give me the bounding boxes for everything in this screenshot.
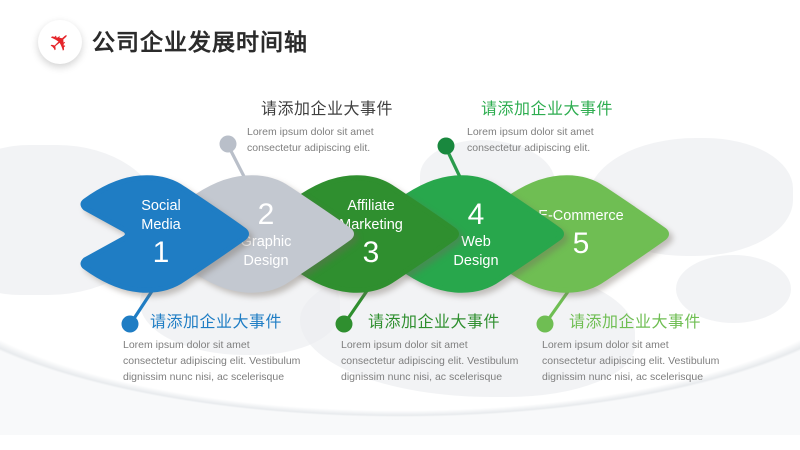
step-label: Graphic Design bbox=[240, 234, 292, 269]
step-text: Affiliate Marketing 3 bbox=[288, 175, 454, 293]
header: ✈ 公司企业发展时间轴 bbox=[0, 0, 800, 80]
step-number: 3 bbox=[362, 236, 380, 269]
step-text: 4 Web Design bbox=[393, 175, 559, 293]
arrow-path bbox=[80, 175, 249, 293]
connector-dot bbox=[219, 135, 237, 153]
step-text: 2 Graphic Design bbox=[183, 175, 349, 293]
callout-title: 请添加企业大事件 bbox=[481, 101, 614, 118]
callout-title: 请添加企业大事件 bbox=[261, 101, 394, 118]
connector-dot bbox=[437, 137, 455, 155]
connector-dot bbox=[335, 315, 353, 333]
step-label: E-Commerce bbox=[538, 207, 624, 224]
step-label: Affiliate Marketing bbox=[339, 198, 403, 233]
page-title: 公司企业发展时间轴 bbox=[92, 29, 308, 55]
callout-bottom-1: 请添加企业大事件 Lorem ipsum dolor sit amet cons… bbox=[123, 312, 300, 385]
step-arrow-1: Social Media 1 bbox=[78, 175, 250, 293]
callout-top-1: 请添加企业大事件 Lorem ipsum dolor sit amet cons… bbox=[247, 99, 393, 156]
step-number: 4 bbox=[467, 198, 485, 231]
step-arrow-4: 4 Web Design bbox=[393, 175, 565, 293]
plane-icon: ✈ bbox=[41, 23, 79, 61]
step-arrow-5: E-Commerce 5 bbox=[498, 175, 670, 293]
callout-bottom-3: 请添加企业大事件 Lorem ipsum dolor sit amet cons… bbox=[542, 312, 719, 385]
callout-bottom-2: 请添加企业大事件 Lorem ipsum dolor sit amet cons… bbox=[341, 312, 518, 385]
step-text: Social Media 1 bbox=[78, 175, 244, 293]
step-number: 2 bbox=[257, 198, 275, 231]
step-arrow-3: Affiliate Marketing 3 bbox=[288, 175, 460, 293]
step-number: 5 bbox=[572, 226, 590, 260]
connector-dot bbox=[121, 315, 139, 333]
plane-icon-badge: ✈ bbox=[38, 20, 82, 64]
step-text: E-Commerce 5 bbox=[498, 175, 664, 293]
connector-dot bbox=[536, 315, 554, 333]
callout-body: Lorem ipsum dolor sit amet consectetur a… bbox=[123, 339, 301, 383]
chevron-arrow-shape bbox=[80, 175, 249, 293]
callout-body: Lorem ipsum dolor sit amet consectetur a… bbox=[341, 339, 519, 383]
step-label: Web Design bbox=[453, 234, 499, 269]
step-label: Social Media bbox=[141, 198, 181, 233]
callout-title: 请添加企业大事件 bbox=[569, 314, 702, 331]
callout-title: 请添加企业大事件 bbox=[150, 314, 283, 331]
callout-top-2: 请添加企业大事件 Lorem ipsum dolor sit amet cons… bbox=[467, 99, 613, 156]
step-number: 1 bbox=[152, 236, 170, 269]
callout-body: Lorem ipsum dolor sit amet consectetur a… bbox=[467, 126, 594, 154]
callout-body: Lorem ipsum dolor sit amet consectetur a… bbox=[542, 339, 720, 383]
callout-title: 请添加企业大事件 bbox=[368, 314, 501, 331]
callout-body: Lorem ipsum dolor sit amet consectetur a… bbox=[247, 126, 374, 154]
